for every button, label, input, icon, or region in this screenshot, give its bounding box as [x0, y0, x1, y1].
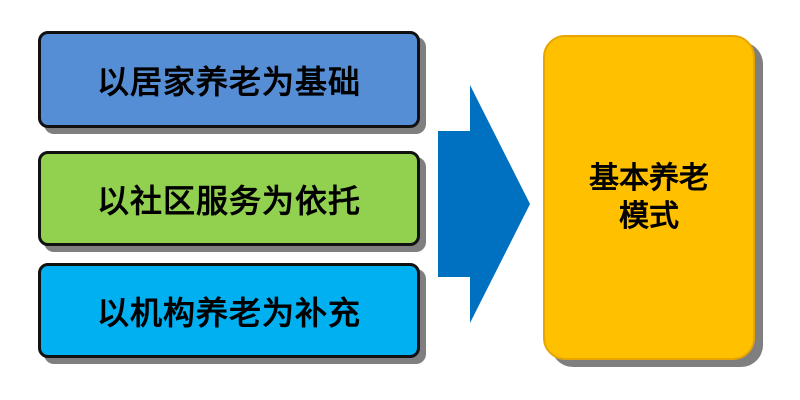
- institution-care-box: 以机构养老为补充: [38, 263, 420, 358]
- institution-care-label: 以机构养老为补充: [96, 293, 361, 332]
- community-service-label: 以社区服务为依托: [96, 181, 361, 220]
- home-care-label: 以居家养老为基础: [96, 62, 361, 101]
- arrow-shape: [438, 85, 530, 323]
- home-care-box: 以居家养老为基础: [38, 31, 420, 128]
- right-arrow-icon: [438, 85, 530, 323]
- basic-elderly-care-mode-box: 基本养老 模式: [543, 35, 755, 360]
- result-label-line1: 基本养老: [589, 160, 709, 196]
- result-label-line2: 模式: [619, 198, 679, 234]
- community-service-box: 以社区服务为依托: [38, 151, 420, 246]
